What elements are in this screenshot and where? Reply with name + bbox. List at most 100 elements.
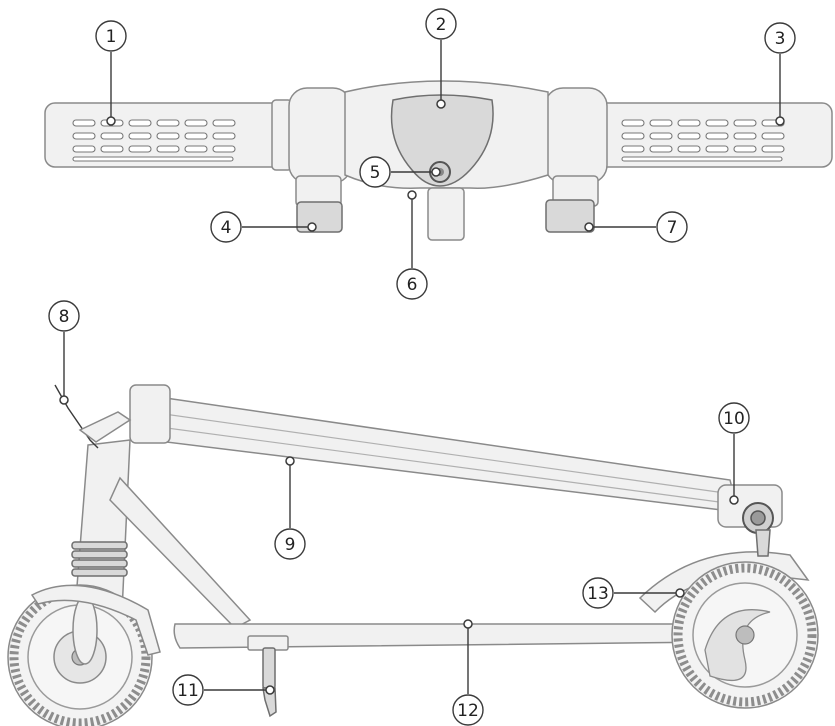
callout-circle — [48, 300, 80, 332]
grip-slot — [100, 132, 124, 140]
grip-slot — [184, 145, 208, 153]
grip-slot — [761, 132, 785, 140]
grip-slot — [705, 132, 729, 140]
leader-dot — [106, 116, 116, 126]
leader-dot — [59, 395, 69, 405]
grip-slot — [212, 145, 236, 153]
callout-number: 4 — [221, 218, 232, 238]
callout-number: 3 — [775, 29, 786, 49]
callout-number: 9 — [285, 535, 296, 555]
callout-12: 12 — [452, 619, 484, 726]
callout-11: 11 — [172, 674, 275, 706]
grip-slot — [128, 119, 152, 127]
leader-dot — [436, 99, 446, 109]
callout-number: 13 — [587, 584, 609, 604]
callout-circle — [656, 211, 688, 243]
callout-number: 10 — [723, 409, 745, 429]
grip-slot — [621, 145, 645, 153]
grip-slot — [649, 119, 673, 127]
leader-dot — [285, 456, 295, 466]
callout-5: 5 — [359, 156, 441, 188]
left-pod — [288, 87, 352, 184]
callout-circle — [274, 528, 306, 560]
grip-slot — [156, 145, 180, 153]
callout-10: 10 — [718, 402, 750, 505]
throttle-lever — [545, 199, 595, 233]
callout-8: 8 — [48, 300, 80, 405]
callout-2: 2 — [425, 8, 457, 109]
grip-slot — [733, 132, 757, 140]
scooter-side-view — [7, 384, 819, 726]
callout-4: 4 — [210, 211, 317, 243]
display-panel — [390, 94, 494, 187]
grip-slot — [677, 145, 701, 153]
grip-slot — [705, 145, 729, 153]
suspension-spring — [71, 541, 128, 577]
grip-slot — [72, 132, 96, 140]
front-fender — [30, 584, 161, 656]
callout-1: 1 — [95, 20, 127, 126]
grip-slot — [649, 145, 673, 153]
grip-slot — [649, 132, 673, 140]
leader-dot — [775, 116, 785, 126]
leader-dot — [431, 167, 441, 177]
callout-circle — [172, 674, 204, 706]
grip-slot — [212, 119, 236, 127]
leader-dot — [407, 190, 417, 200]
grip-slot — [72, 119, 96, 127]
callout-circle — [359, 156, 391, 188]
grip-bar — [72, 156, 234, 162]
leader-dot — [265, 685, 275, 695]
leader-dot — [307, 222, 317, 232]
callout-number: 6 — [407, 275, 418, 295]
callout-6: 6 — [396, 190, 428, 300]
grip-slot — [100, 145, 124, 153]
grip-slot — [128, 132, 152, 140]
callout-number: 11 — [177, 681, 199, 701]
grip-slot — [761, 145, 785, 153]
callout-number: 8 — [59, 307, 70, 327]
handlebar-bracket — [78, 411, 132, 443]
callout-circle — [718, 402, 750, 434]
callout-circle — [425, 8, 457, 40]
callout-number: 7 — [667, 218, 678, 238]
grip-slot — [705, 119, 729, 127]
stem-head-joint — [129, 384, 171, 444]
callout-circle — [764, 22, 796, 54]
grip-slot — [733, 119, 757, 127]
callout-3: 3 — [764, 22, 796, 126]
callout-circle — [582, 577, 614, 609]
callout-number: 2 — [436, 15, 447, 35]
grip-slot — [677, 119, 701, 127]
grip-slot — [621, 119, 645, 127]
front-wheel — [7, 584, 153, 726]
callout-circle — [396, 268, 428, 300]
grip-slot — [733, 145, 757, 153]
handlebar-assembly — [44, 80, 833, 241]
leader-dot — [675, 588, 685, 598]
grip-slot — [184, 119, 208, 127]
callout-7: 7 — [584, 211, 688, 243]
callout-circle — [210, 211, 242, 243]
folding-latch — [717, 484, 783, 557]
callout-13: 13 — [582, 577, 685, 609]
right-grip — [584, 99, 833, 171]
grip-slot — [72, 145, 96, 153]
grip-slot — [156, 119, 180, 127]
rear-wheel — [671, 561, 819, 709]
callout-number: 12 — [457, 701, 479, 721]
right-pod — [544, 87, 608, 184]
grip-slot — [677, 132, 701, 140]
leader-dot — [463, 619, 473, 629]
callout-number: 5 — [370, 163, 381, 183]
grip-slot — [621, 132, 645, 140]
grip-slot — [212, 132, 236, 140]
callout-circle — [95, 20, 127, 52]
leader-dot — [729, 495, 739, 505]
grip-slot — [156, 132, 180, 140]
callout-9: 9 — [274, 456, 306, 560]
leader-dot — [584, 222, 594, 232]
stem-clamp — [427, 187, 465, 241]
